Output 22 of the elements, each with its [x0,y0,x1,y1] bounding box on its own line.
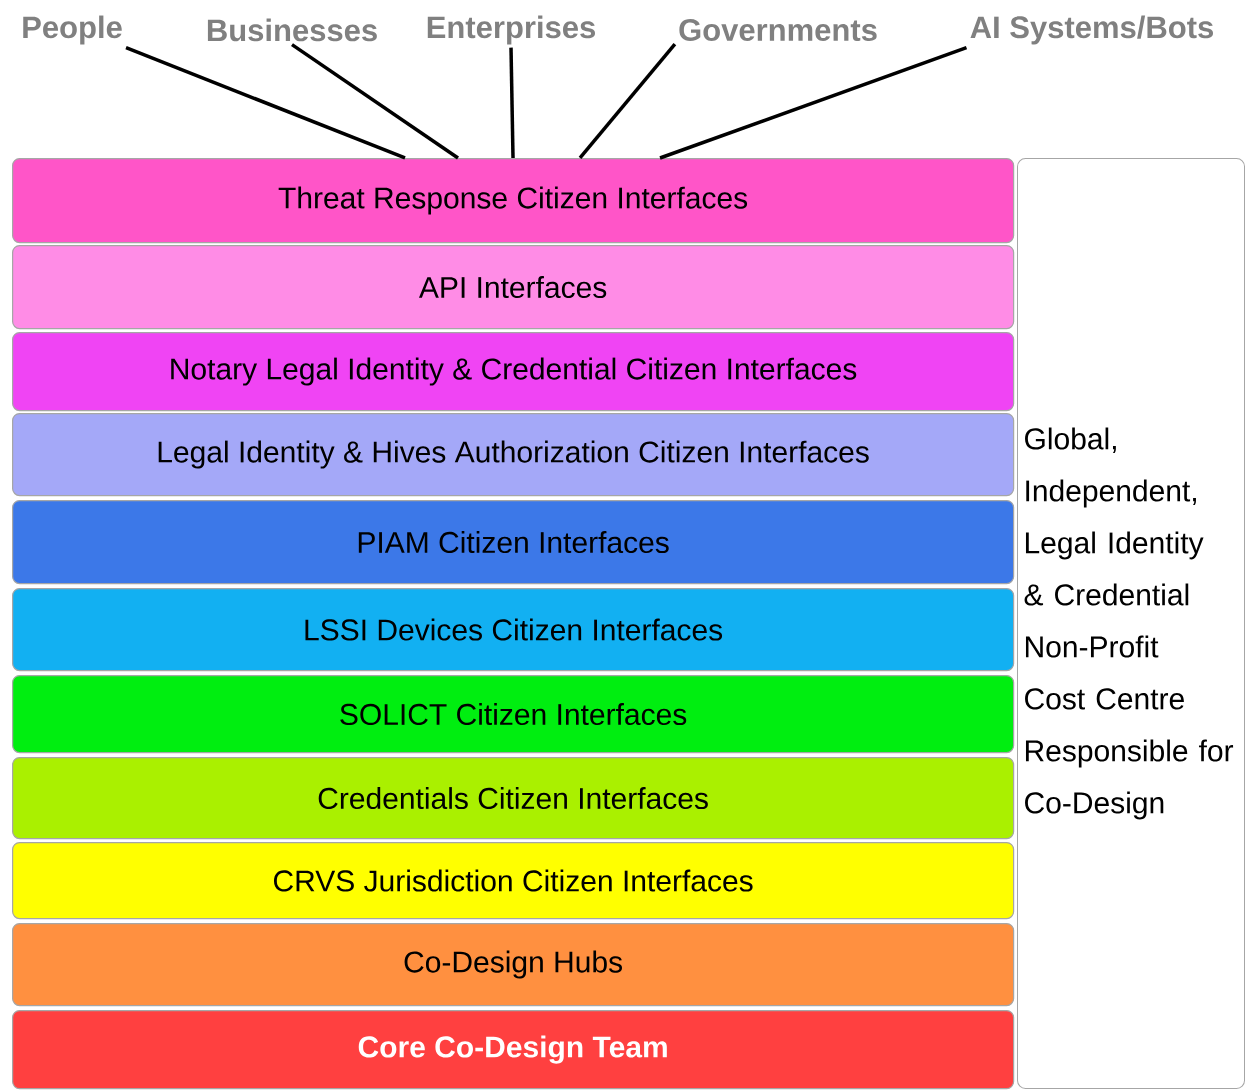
layer-band: Credentials Citizen Interfaces [12,757,1015,840]
source-label: Governments [679,19,877,41]
layer-band: Threat Response Citizen Interfaces [12,158,1015,244]
layer-band: CRVS Jurisdiction Citizen Interfaces [12,842,1015,920]
layer-band: LSSI Devices Citizen Interfaces [12,588,1015,672]
layer-band: SOLICT Citizen Interfaces [12,675,1015,754]
layer-band: Core Co-Design Team [12,1010,1015,1090]
layer-band: Co-Design Hubs [12,923,1015,1007]
source-label: AI Systems/Bots [970,15,1213,45]
source-label: People [23,15,122,45]
connector-line [509,47,515,158]
connector-line [578,43,677,160]
layer-band: PIAM Citizen Interfaces [12,500,1015,585]
side-panel: Global, Independent, Legal Identity & Credential Non-Profit Cost Centre Responsible for Co-Design [1017,158,1245,1089]
layer-band: Notary Legal Identity & Credential Citizen Interfaces [12,332,1015,412]
connector-line [659,46,968,160]
layer-band: Legal Identity & Hives Authorization Citizen Interfaces [12,413,1015,497]
source-label: Businesses [207,18,377,42]
layer-band: API Interfaces [12,245,1015,330]
connector-line [125,46,406,160]
source-label: Enterprises [427,15,595,45]
connector-line [291,43,459,160]
